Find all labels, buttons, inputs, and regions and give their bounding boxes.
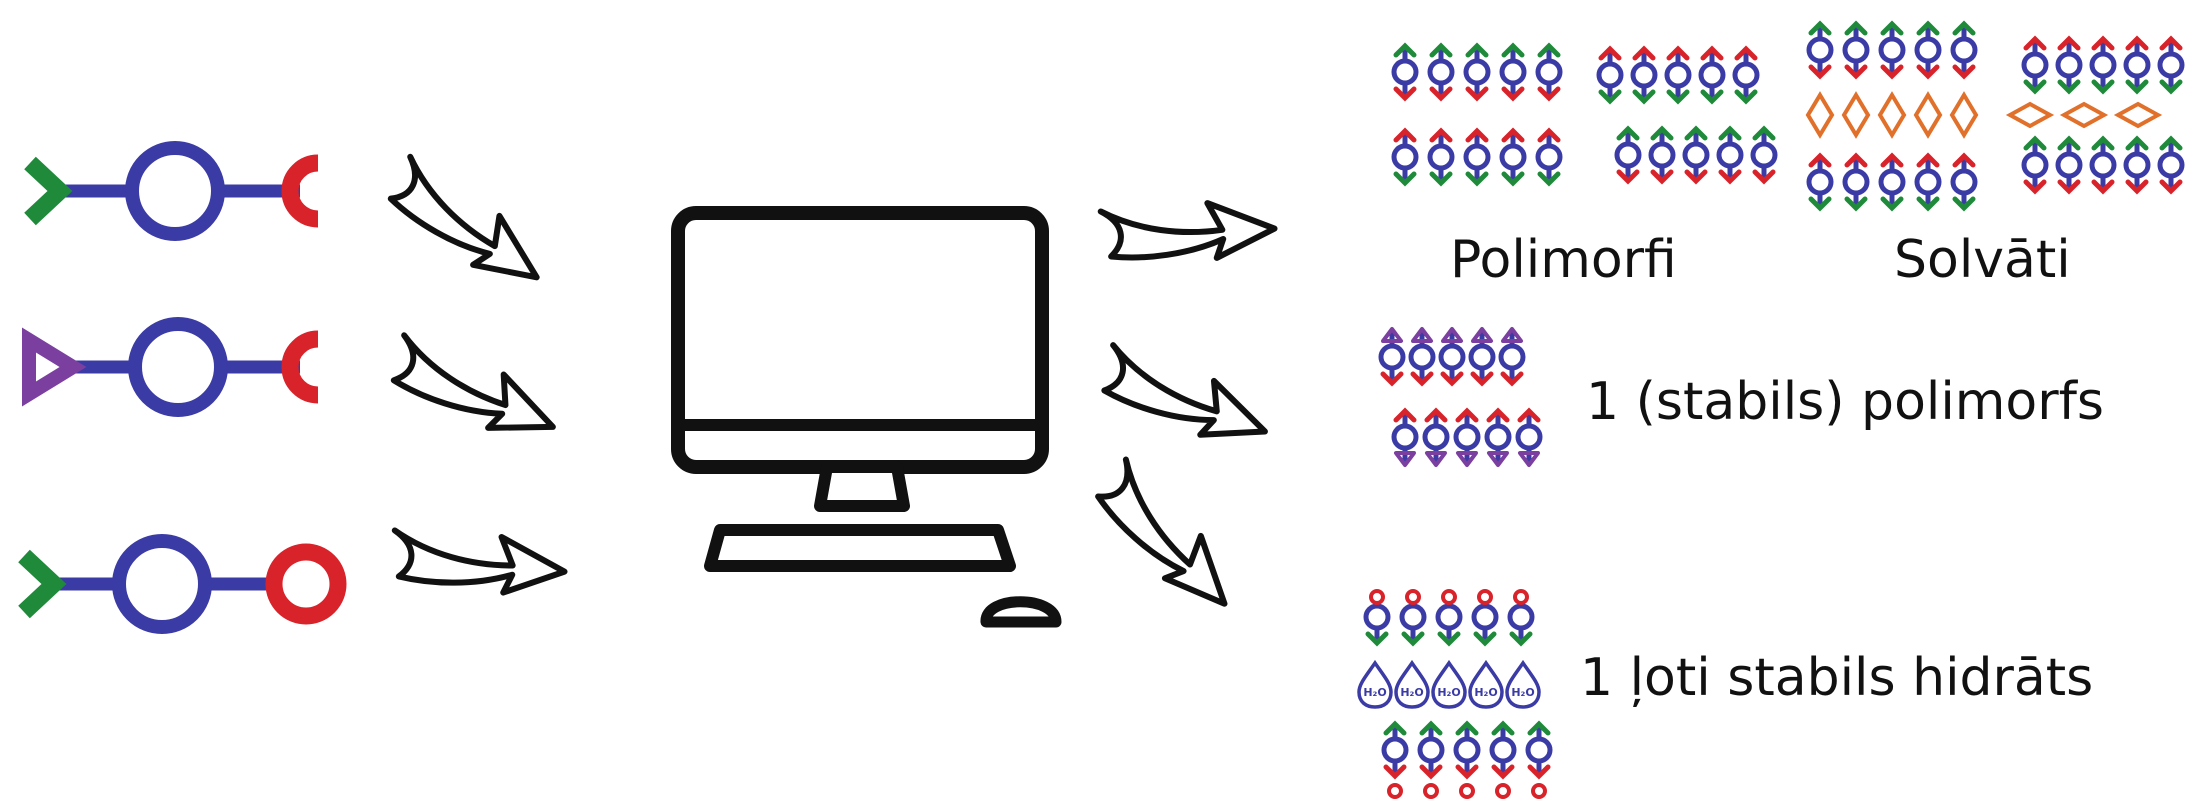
solvate-lattice-2 <box>2008 39 2182 191</box>
molecule-cap <box>1369 589 1385 605</box>
water-label: H₂O <box>1400 686 1423 699</box>
molecule-cap <box>1441 589 1457 605</box>
polymorphs-label: Polimorfi <box>1450 230 1677 290</box>
molecule-cap <box>1423 783 1439 799</box>
solvent-molecule <box>1806 93 1834 137</box>
molecule-cap <box>1531 783 1547 799</box>
molecule-cap <box>1387 783 1403 799</box>
water-label: H₂O <box>1474 686 1497 699</box>
water-drop-icon <box>1357 661 1393 709</box>
hydrate-label: 1 ļoti stabils hidrāts <box>1580 648 2094 708</box>
solvent-molecule <box>2062 102 2106 128</box>
polymorph-lattice-2 <box>1599 49 1775 181</box>
arrow-output-1 <box>1097 162 1278 289</box>
solvent-molecule <box>1842 93 1870 137</box>
solvate-lattice-1 <box>1806 24 1978 208</box>
hydrate-lattice: H₂O H₂O H₂O H₂O H₂O <box>1357 589 1550 799</box>
arrow-output-2 <box>1101 345 1272 442</box>
input-molecule-1 <box>24 141 319 241</box>
water-label: H₂O <box>1511 686 1534 699</box>
molecule-cap <box>1459 783 1475 799</box>
water-drop-icon <box>1394 661 1430 709</box>
solvates-label: Solvāti <box>1894 230 2071 290</box>
molecule-cap <box>1477 589 1493 605</box>
arrow-output-3 <box>1080 457 1261 612</box>
solvent-molecule <box>2116 102 2160 128</box>
stable-polymorph-label: 1 (stabils) polimorfs <box>1586 372 2105 432</box>
water-label: H₂O <box>1437 686 1460 699</box>
water-drop-icon <box>1468 661 1504 709</box>
polymorph-lattice-1 <box>1394 46 1560 183</box>
water-drop-icon <box>1431 661 1467 709</box>
molecule-cap <box>1513 589 1529 605</box>
arrow-input-3 <box>391 503 566 610</box>
solvent-molecule <box>1878 93 1906 137</box>
molecule-cap <box>1495 783 1511 799</box>
water-drop-icon <box>1505 661 1541 709</box>
molecule-cap <box>1405 589 1421 605</box>
input-molecule-3 <box>18 534 347 634</box>
arrow-input-2 <box>389 335 563 437</box>
arrow-input-1 <box>379 155 560 286</box>
solvent-molecule <box>2008 102 2052 128</box>
desktop-computer-icon <box>671 206 1062 628</box>
solvent-molecule <box>1950 93 1978 137</box>
solvent-molecule <box>1914 93 1942 137</box>
input-molecule-2 <box>22 317 319 417</box>
stable-polymorph-lattice <box>1381 327 1540 467</box>
water-label: H₂O <box>1363 686 1386 699</box>
